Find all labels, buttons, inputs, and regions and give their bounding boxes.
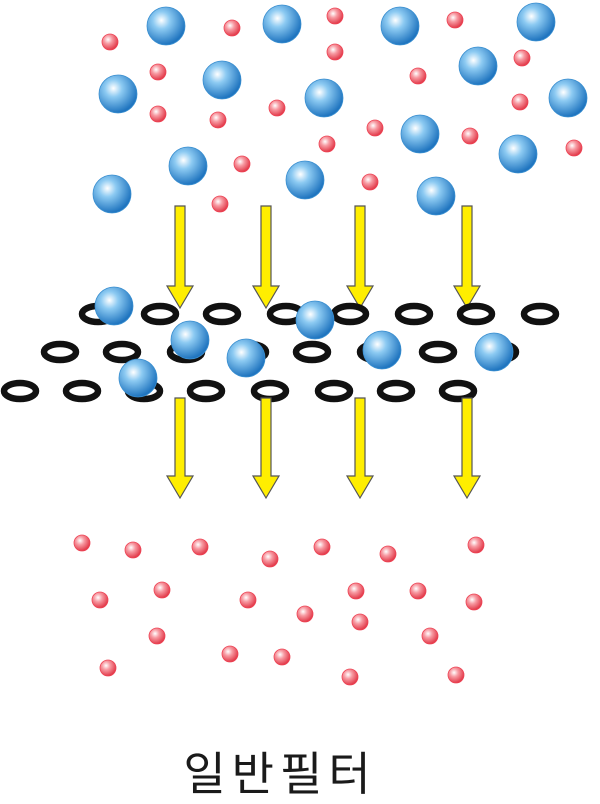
small-particle	[409, 582, 427, 600]
small-particle	[261, 550, 279, 568]
filter-hole	[140, 302, 180, 326]
large-particles-trapped	[94, 286, 514, 398]
small-particle	[223, 19, 241, 37]
large-particle	[170, 320, 210, 360]
large-particle	[202, 60, 242, 100]
flow-arrow	[452, 397, 482, 500]
filter-hole	[438, 379, 478, 403]
filter-hole	[0, 379, 40, 403]
large-particle	[285, 160, 325, 200]
arrows-out-of-filter	[165, 397, 482, 500]
small-particle	[465, 593, 483, 611]
small-particle	[148, 627, 166, 645]
small-particle	[73, 534, 91, 552]
small-particle	[191, 538, 209, 556]
large-particle	[98, 74, 138, 114]
large-particle	[94, 286, 134, 326]
small-particle	[326, 43, 344, 61]
large-particle	[92, 174, 132, 214]
large-particle	[400, 114, 440, 154]
large-particle	[548, 78, 588, 118]
small-particle	[99, 659, 117, 677]
flow-arrow	[345, 397, 375, 500]
large-particle	[362, 330, 402, 370]
filter-hole	[394, 302, 434, 326]
small-particle	[296, 605, 314, 623]
large-particle	[516, 2, 556, 42]
small-particle	[341, 668, 359, 686]
large-particle	[416, 176, 456, 216]
large-particle	[458, 46, 498, 86]
small-particle	[565, 139, 583, 157]
small-particle	[101, 33, 119, 51]
small-particle	[379, 545, 397, 563]
filter-hole	[330, 302, 370, 326]
small-particle	[313, 538, 331, 556]
flow-arrow	[251, 205, 281, 310]
small-particle	[273, 648, 291, 666]
small-particle	[361, 173, 379, 191]
small-particle	[351, 613, 369, 631]
small-particle	[124, 541, 142, 559]
large-particle	[304, 78, 344, 118]
filter-hole	[376, 379, 416, 403]
large-particle	[226, 338, 266, 378]
small-particle	[221, 645, 239, 663]
small-particle	[511, 93, 529, 111]
large-particle	[498, 134, 538, 174]
large-particle	[262, 4, 302, 44]
large-particle	[380, 6, 420, 46]
small-particles-top	[101, 7, 583, 213]
small-particle	[239, 591, 257, 609]
small-particle	[447, 666, 465, 684]
flow-arrow	[165, 397, 195, 500]
large-particle	[146, 6, 186, 46]
filter-hole	[40, 340, 80, 364]
flow-arrow	[165, 205, 195, 310]
small-particle	[153, 581, 171, 599]
filter-hole	[292, 340, 332, 364]
arrows-into-filter	[165, 205, 482, 310]
large-particle	[118, 358, 158, 398]
small-particle	[211, 195, 229, 213]
small-particle	[446, 11, 464, 29]
small-particle	[409, 67, 427, 85]
filter-hole	[202, 302, 242, 326]
small-particle	[91, 591, 109, 609]
small-particles-filtered	[73, 534, 485, 686]
filter-hole	[102, 340, 142, 364]
large-particle	[168, 146, 208, 186]
filter-hole	[418, 340, 458, 364]
flow-arrow	[345, 205, 375, 310]
small-particle	[421, 627, 439, 645]
filter-hole	[62, 379, 102, 403]
small-particle	[366, 119, 384, 137]
caption: 일반필터	[183, 747, 377, 801]
small-particle	[268, 99, 286, 117]
large-particles-top	[92, 2, 588, 216]
large-particle	[474, 332, 514, 372]
small-particle	[461, 127, 479, 145]
small-particle	[467, 536, 485, 554]
small-particle	[326, 7, 344, 25]
flow-arrow	[452, 205, 482, 310]
small-particle	[513, 49, 531, 67]
small-particle	[318, 135, 336, 153]
small-particle	[149, 63, 167, 81]
small-particle	[209, 111, 227, 129]
small-particle	[149, 105, 167, 123]
filter-hole	[314, 379, 354, 403]
large-particle	[295, 300, 335, 340]
filter-hole	[520, 302, 560, 326]
small-particle	[233, 155, 251, 173]
filter-hole	[186, 379, 226, 403]
filter-hole	[250, 379, 290, 403]
filter-mesh	[0, 302, 560, 403]
filter-hole	[456, 302, 496, 326]
flow-arrow	[251, 397, 281, 500]
small-particle	[347, 582, 365, 600]
